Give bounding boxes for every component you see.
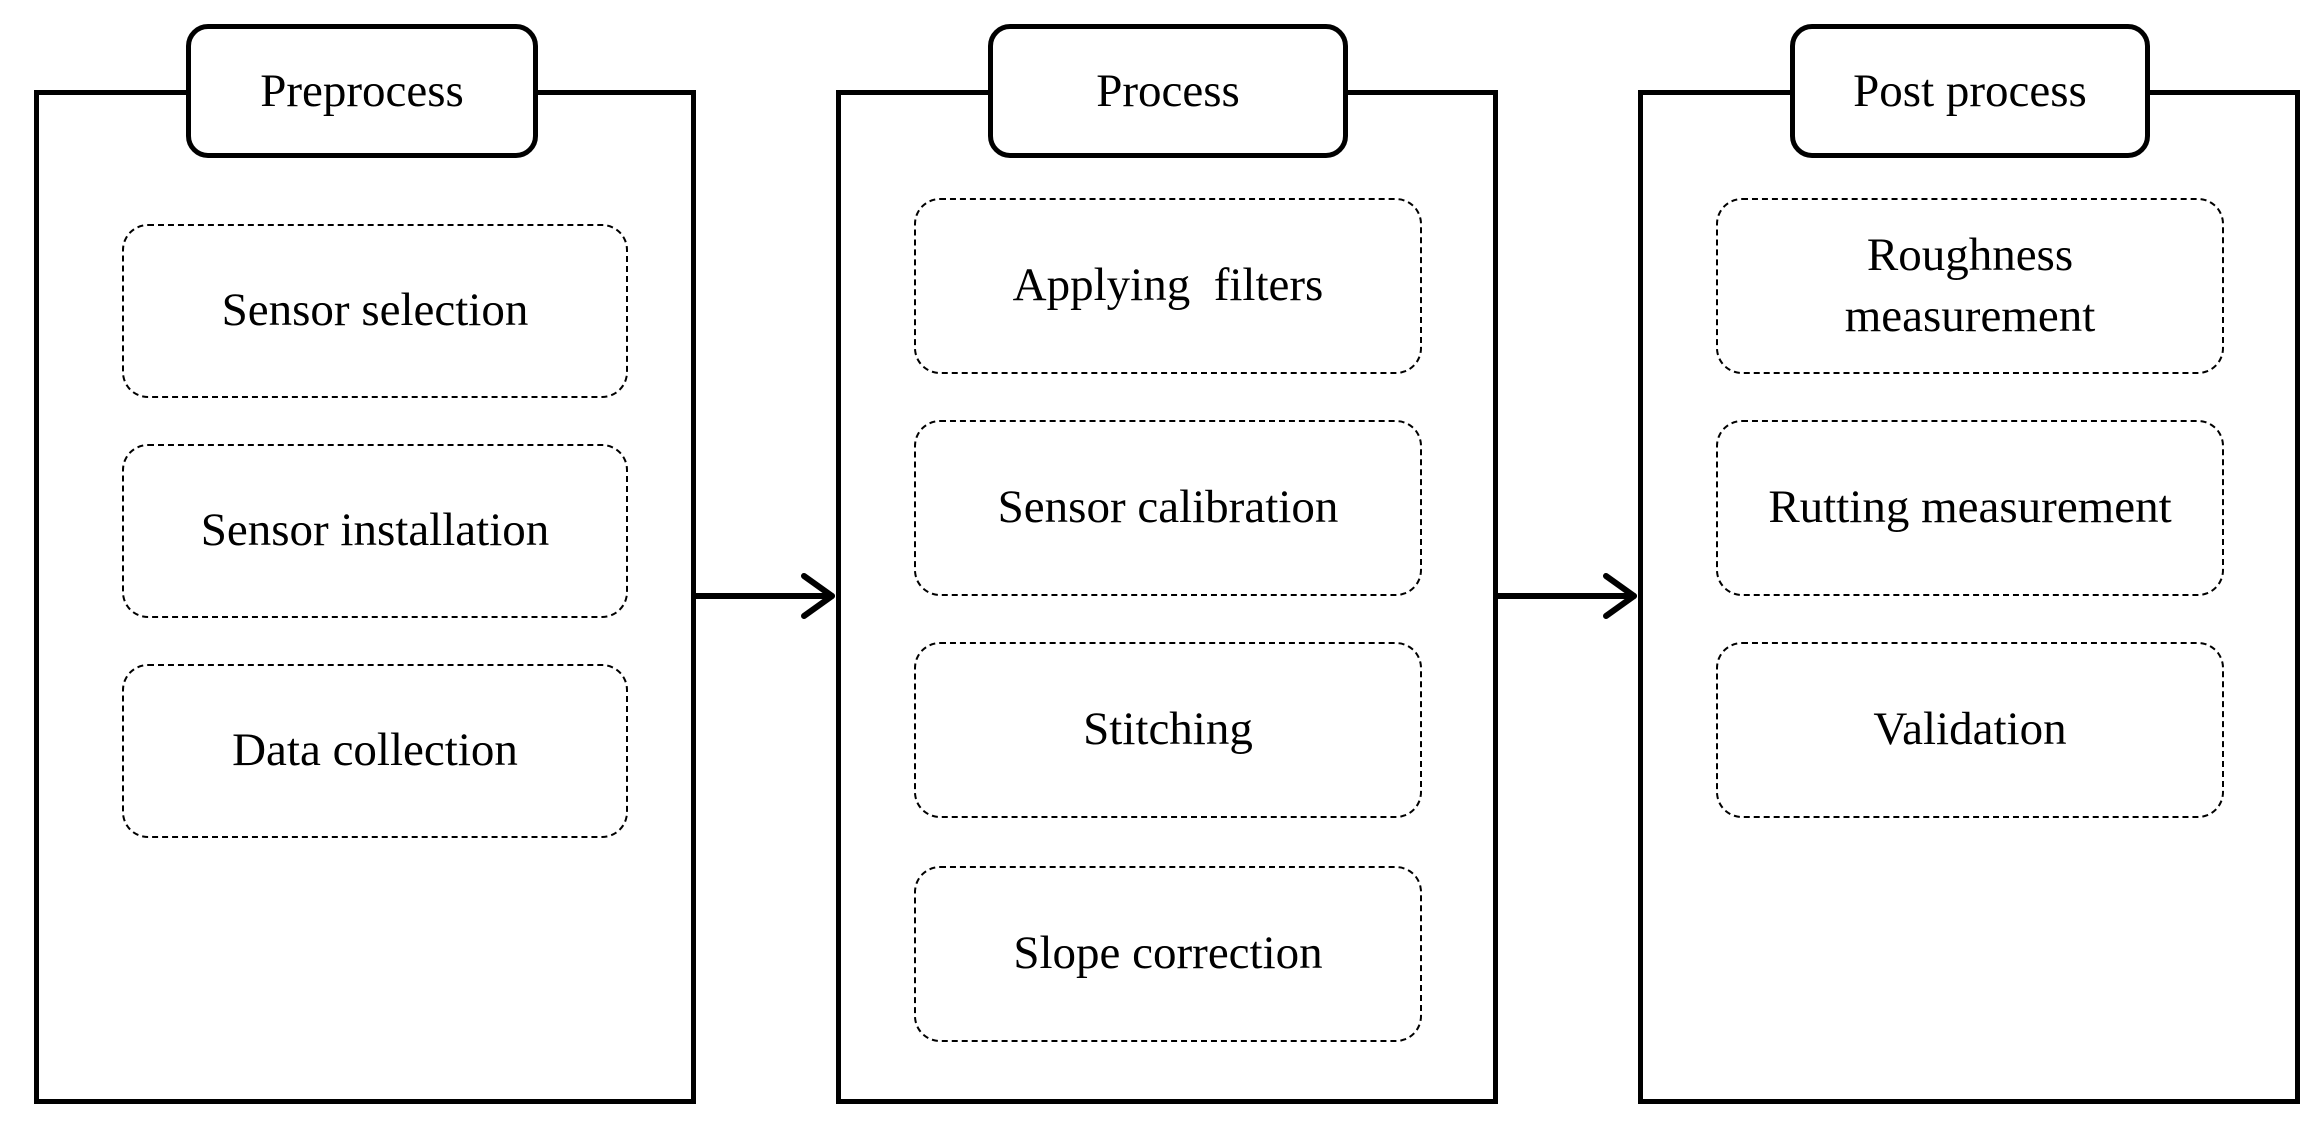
arrow-process-to-post-process (1495, 573, 1637, 619)
step-label: Rutting measurement (1768, 481, 2172, 534)
step-applying-filters: Applying filters (914, 198, 1422, 374)
step-sensor-calibration: Sensor calibration (914, 420, 1422, 596)
step-label: Sensor installation (200, 504, 550, 557)
stage-title-process: Process (988, 24, 1348, 158)
step-data-collection: Data collection (122, 664, 628, 838)
step-label: Applying filters (1012, 259, 1324, 312)
step-label: Validation (1873, 703, 2067, 756)
step-label: Stitching (1083, 703, 1253, 756)
step-label: Roughness measurement (1844, 228, 2096, 342)
step-label: Slope correction (1013, 927, 1323, 980)
step-sensor-installation: Sensor installation (122, 444, 628, 618)
step-slope-correction: Slope correction (914, 866, 1422, 1042)
step-validation: Validation (1716, 642, 2224, 818)
step-rutting-measurement: Rutting measurement (1716, 420, 2224, 596)
step-label: Sensor selection (221, 284, 529, 337)
stage-title-post-process: Post process (1790, 24, 2150, 158)
step-roughness-measurement: Roughness measurement (1716, 198, 2224, 374)
step-stitching: Stitching (914, 642, 1422, 818)
step-label: Data collection (232, 724, 518, 777)
step-sensor-selection: Sensor selection (122, 224, 628, 398)
stage-title-preprocess: Preprocess (186, 24, 538, 158)
arrow-preprocess-to-process (693, 573, 835, 619)
step-label: Sensor calibration (997, 481, 1339, 534)
